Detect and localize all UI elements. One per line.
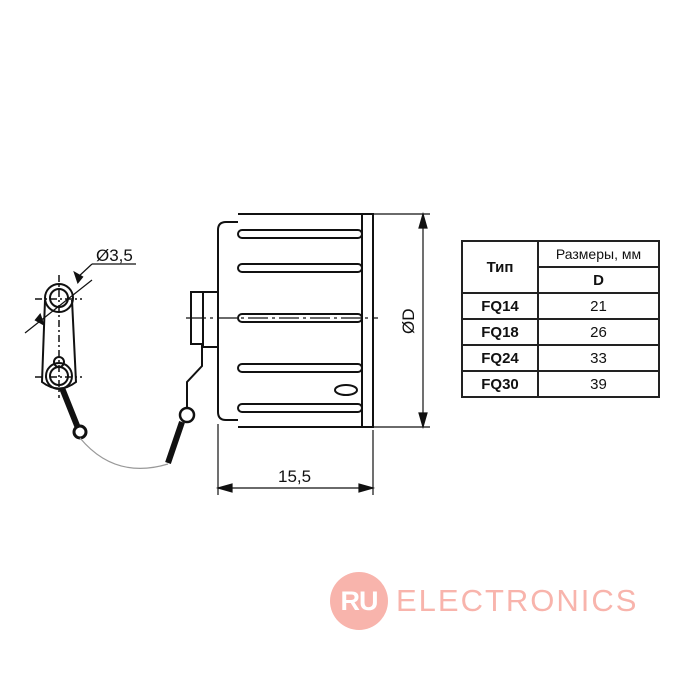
d-cell: 39 (537, 370, 660, 398)
logo-text: ELECTRONICS (396, 583, 639, 618)
length-label: 15,5 (278, 467, 311, 486)
diameter-label: ØD (399, 309, 418, 335)
d-cell: 21 (537, 292, 660, 320)
type-cell: FQ14 (461, 292, 539, 320)
logo-badge: RU (330, 572, 388, 630)
hole-diameter-label: Ø3,5 (96, 246, 133, 265)
cap-body (186, 213, 378, 428)
type-cell: FQ18 (461, 318, 539, 346)
type-cell: FQ30 (461, 370, 539, 398)
header-type: Тип (461, 240, 539, 294)
header-d: D (537, 266, 660, 294)
lanyard-tab (24, 263, 203, 470)
d-cell: 26 (537, 318, 660, 346)
d-cell: 33 (537, 344, 660, 372)
type-cell: FQ24 (461, 344, 539, 372)
header-sizes: Размеры, мм (537, 240, 660, 268)
watermark-logo: RU ELECTRONICS (330, 572, 638, 630)
dimension-lines (215, 211, 430, 495)
